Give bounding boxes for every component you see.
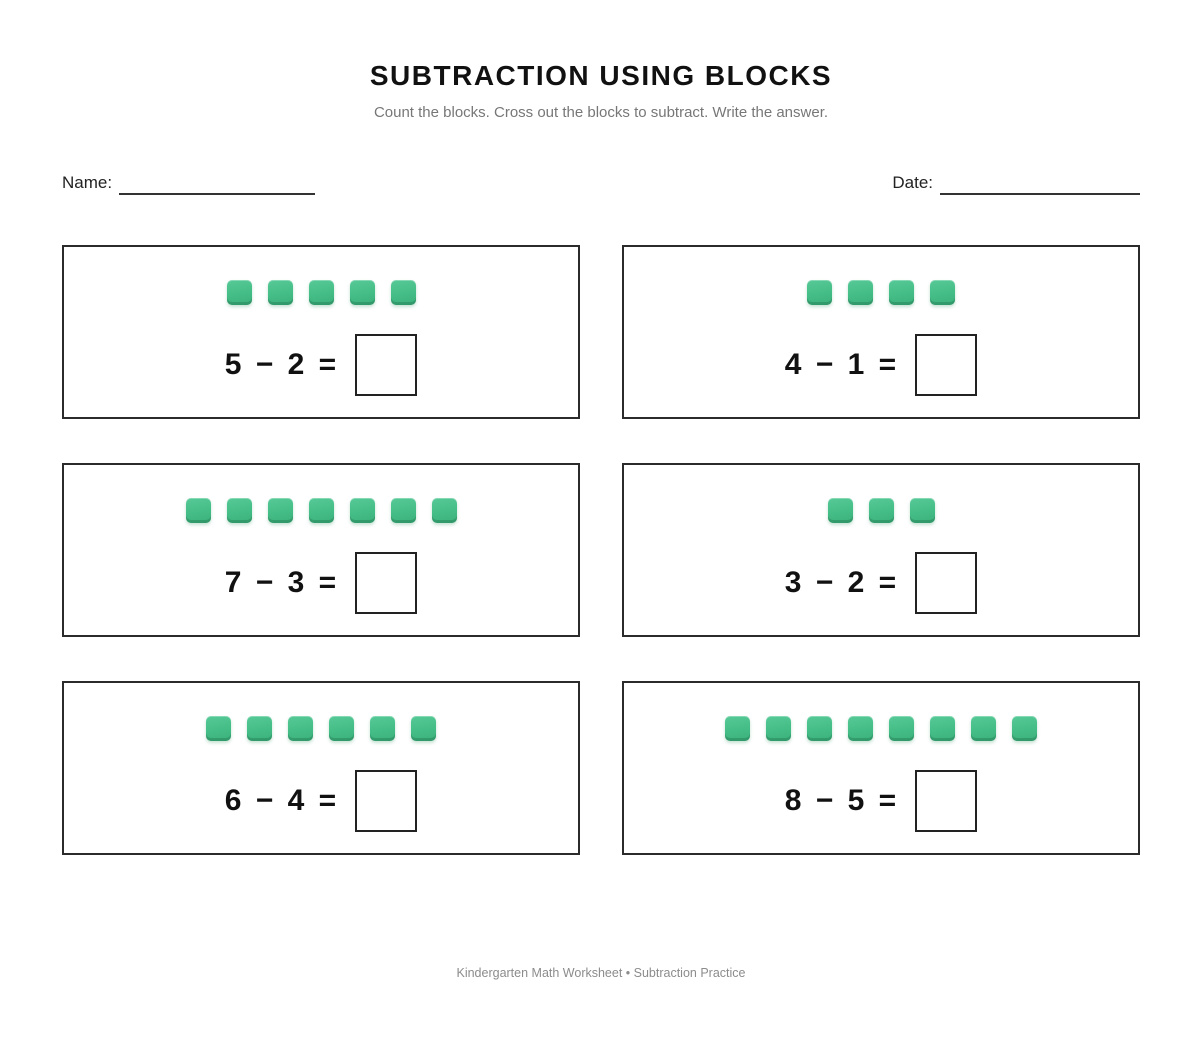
equation-text: 5 − 2 = bbox=[224, 348, 338, 381]
green-block-icon bbox=[349, 280, 375, 305]
problem-card-4: 3 − 2 = bbox=[622, 463, 1140, 637]
date-label: Date: bbox=[892, 173, 933, 192]
answer-box[interactable] bbox=[915, 770, 978, 832]
problem-card-1: 5 − 2 = bbox=[62, 245, 580, 419]
equation-row: 5 − 2 = bbox=[224, 334, 418, 396]
problems-grid: 5 − 2 = 4 − 1 = 7 − 3 = 3 − 2 = bbox=[62, 245, 1140, 855]
equation-row: 4 − 1 = bbox=[784, 334, 978, 396]
equation-row: 6 − 4 = bbox=[224, 770, 418, 832]
green-block-icon bbox=[349, 498, 375, 523]
green-block-icon bbox=[390, 280, 416, 305]
equation-text: 4 − 1 = bbox=[784, 348, 898, 381]
equation-text: 8 − 5 = bbox=[784, 784, 898, 817]
green-block-icon bbox=[226, 498, 252, 523]
green-block-icon bbox=[267, 498, 293, 523]
green-block-icon bbox=[267, 280, 293, 305]
green-block-icon bbox=[206, 716, 231, 741]
date-field: Date: bbox=[892, 173, 1140, 195]
green-block-icon bbox=[308, 280, 334, 305]
answer-box[interactable] bbox=[355, 770, 418, 832]
green-block-icon bbox=[971, 716, 996, 741]
green-block-icon bbox=[288, 716, 313, 741]
answer-box[interactable] bbox=[915, 552, 978, 614]
green-block-icon bbox=[1012, 716, 1037, 741]
page-title: SUBTRACTION USING BLOCKS bbox=[369, 60, 833, 91]
blocks-row bbox=[725, 716, 1037, 741]
green-block-icon bbox=[827, 498, 853, 523]
problem-card-5: 6 − 4 = bbox=[62, 681, 580, 855]
green-block-icon bbox=[889, 280, 914, 305]
date-input-line[interactable] bbox=[940, 177, 1140, 195]
name-label: Name: bbox=[62, 173, 113, 192]
answer-box[interactable] bbox=[915, 334, 978, 396]
worksheet-page: SUBTRACTION USING BLOCKS Count the block… bbox=[0, 60, 1202, 1042]
green-block-icon bbox=[889, 716, 914, 741]
problem-card-6: 8 − 5 = bbox=[622, 681, 1140, 855]
green-block-icon bbox=[930, 280, 955, 305]
blocks-row bbox=[827, 498, 935, 523]
green-block-icon bbox=[868, 498, 894, 523]
equation-text: 3 − 2 = bbox=[784, 566, 898, 599]
equation-row: 3 − 2 = bbox=[784, 552, 978, 614]
equation-row: 7 − 3 = bbox=[224, 552, 418, 614]
equation-text: 6 − 4 = bbox=[224, 784, 338, 817]
green-block-icon bbox=[807, 716, 832, 741]
name-input-line[interactable] bbox=[119, 177, 316, 195]
green-block-icon bbox=[370, 716, 395, 741]
answer-box[interactable] bbox=[355, 552, 418, 614]
name-field: Name: bbox=[62, 173, 316, 195]
equation-row: 8 − 5 = bbox=[784, 770, 978, 832]
name-date-row: Name: Date: bbox=[62, 173, 1140, 195]
green-block-icon bbox=[247, 716, 272, 741]
blocks-row bbox=[807, 280, 955, 305]
green-block-icon bbox=[411, 716, 436, 741]
green-block-icon bbox=[226, 280, 252, 305]
green-block-icon bbox=[308, 498, 334, 523]
footer-text: Kindergarten Math Worksheet • Subtractio… bbox=[456, 966, 746, 980]
green-block-icon bbox=[807, 280, 832, 305]
green-block-icon bbox=[766, 716, 791, 741]
problem-card-2: 4 − 1 = bbox=[622, 245, 1140, 419]
blocks-row bbox=[206, 716, 436, 741]
answer-box[interactable] bbox=[355, 334, 418, 396]
green-block-icon bbox=[930, 716, 955, 741]
green-block-icon bbox=[431, 498, 457, 523]
blocks-row bbox=[226, 280, 416, 305]
green-block-icon bbox=[185, 498, 211, 523]
green-block-icon bbox=[848, 716, 873, 741]
blocks-row bbox=[185, 498, 457, 523]
problem-card-3: 7 − 3 = bbox=[62, 463, 580, 637]
green-block-icon bbox=[848, 280, 873, 305]
green-block-icon bbox=[725, 716, 750, 741]
page-subtitle: Count the blocks. Cross out the blocks t… bbox=[373, 104, 829, 121]
green-block-icon bbox=[390, 498, 416, 523]
equation-text: 7 − 3 = bbox=[224, 566, 338, 599]
green-block-icon bbox=[909, 498, 935, 523]
green-block-icon bbox=[329, 716, 354, 741]
